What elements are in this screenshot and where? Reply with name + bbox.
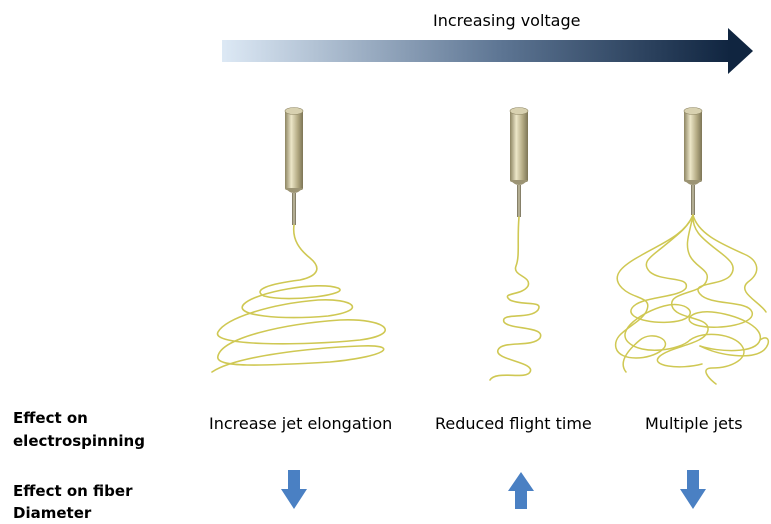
- spinneret-needle-2: [509, 107, 529, 217]
- effect-label-jet-elongation: Increase jet elongation: [209, 414, 393, 433]
- spinneret-needle-1: [284, 107, 304, 225]
- voltage-label: Increasing voltage: [433, 11, 581, 30]
- fiber-diameter-up-arrow-2: [508, 472, 534, 509]
- spinneret-needle-3: [683, 107, 703, 215]
- effect-label-flight-time: Reduced flight time: [435, 414, 592, 433]
- effect-label-multiple-jets: Multiple jets: [645, 414, 743, 433]
- fiber-jet-tight-coil: [489, 216, 542, 381]
- electrospinning-row-label-line1: Effect on: [13, 409, 88, 427]
- fiber-diameter-down-arrow-3: [680, 470, 706, 509]
- fiber-diameter-down-arrow-1: [281, 470, 307, 509]
- fiber-multiple-jets: [615, 214, 770, 385]
- voltage-arrow: [222, 28, 753, 74]
- fiber-row-label-line2: Diameter: [13, 504, 92, 522]
- electrospinning-row-label-line2: electrospinning: [13, 432, 145, 450]
- fiber-row-label-line1: Effect on fiber: [13, 482, 133, 500]
- fiber-jet-wide-spiral: [211, 224, 386, 373]
